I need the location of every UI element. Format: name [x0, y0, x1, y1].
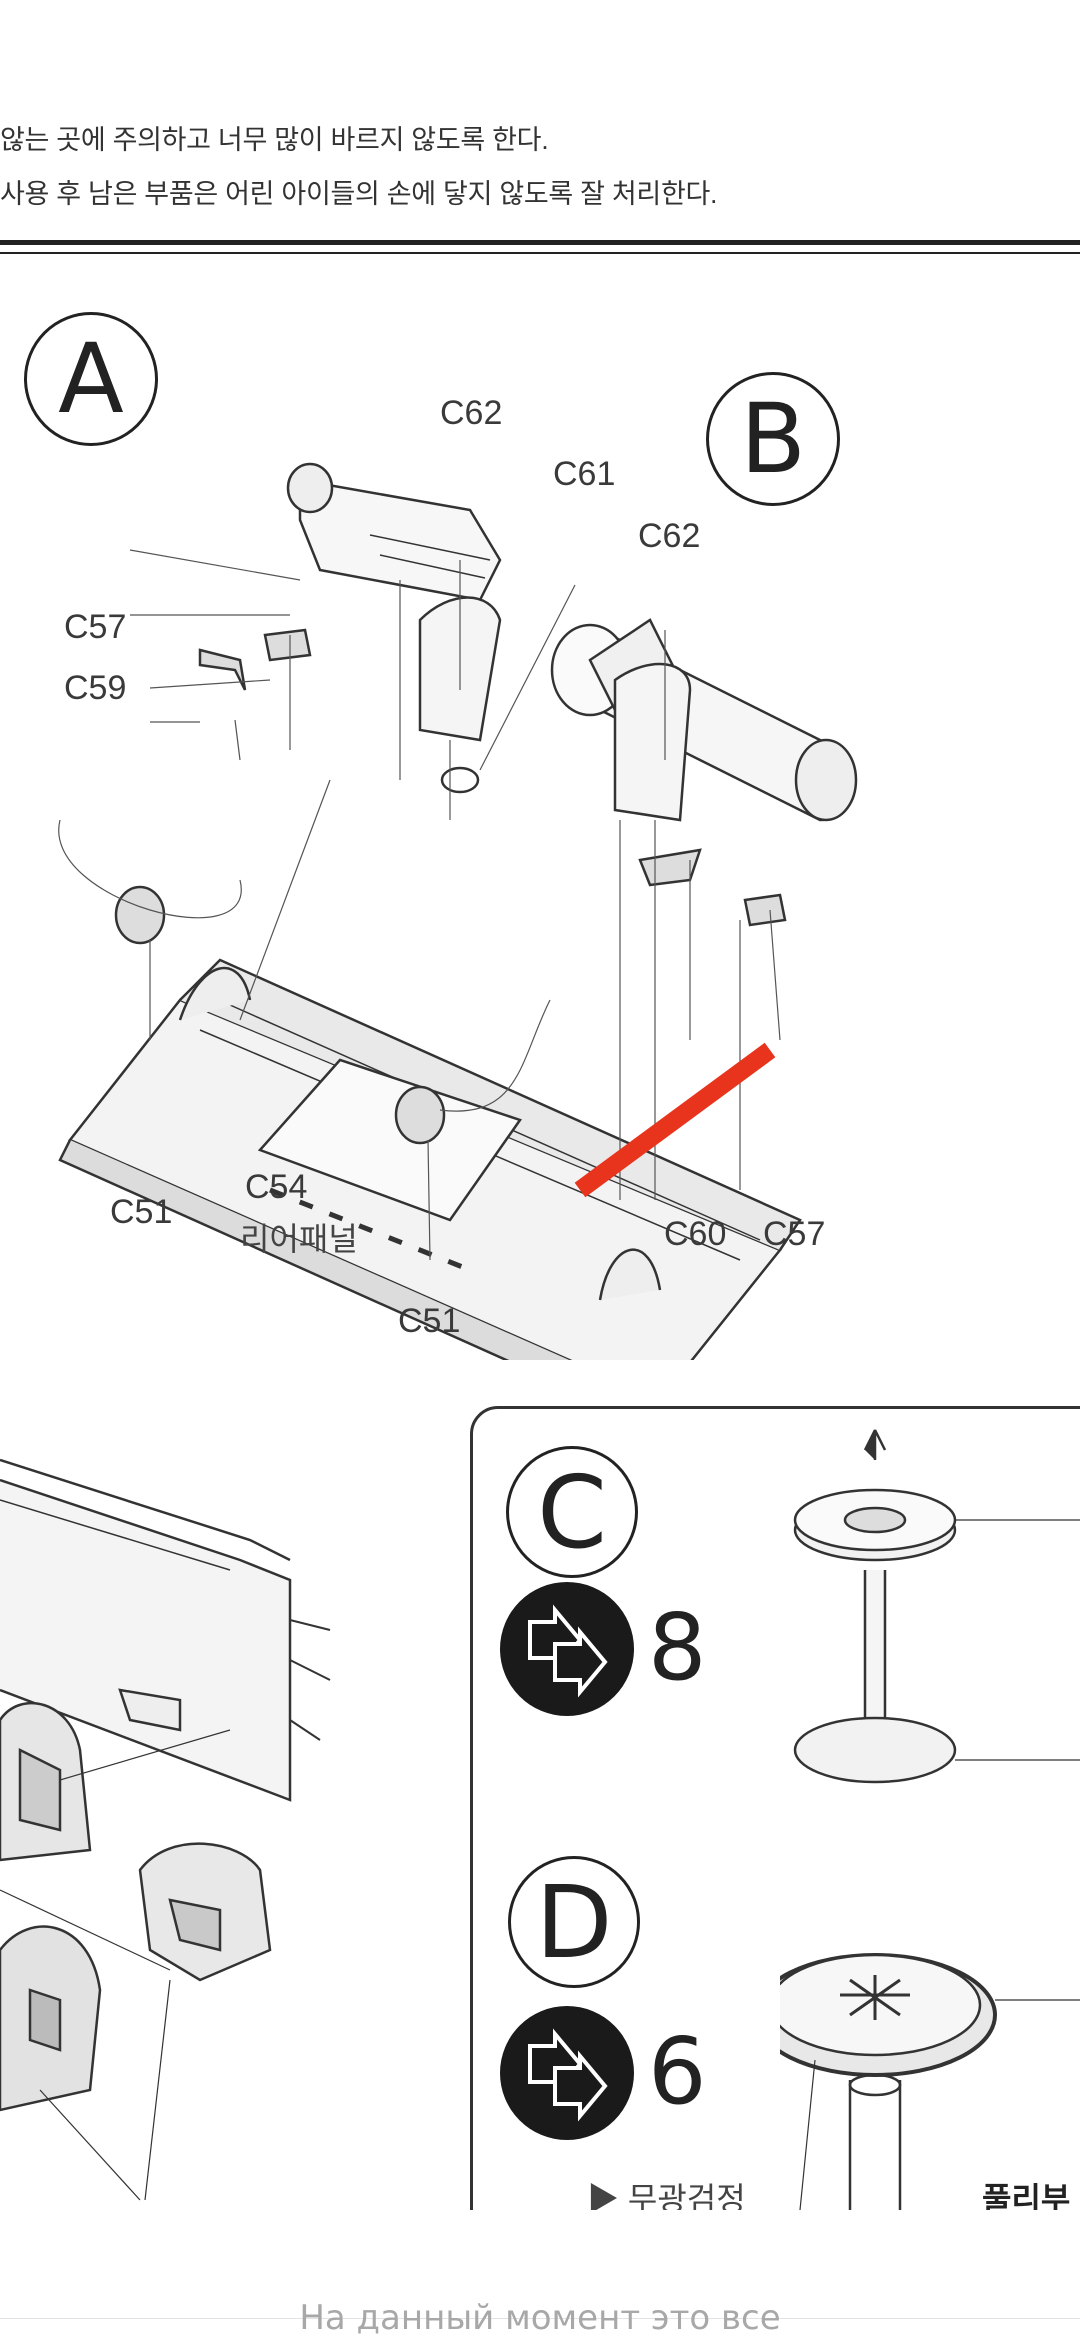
end-of-content-message: На данный момент это все [299, 2298, 781, 2338]
engine-assembly-illustration [0, 1458, 331, 2201]
end-divider [0, 2318, 1080, 2319]
instruction-note-2: 사용 후 남은 부품은 어린 아이들의 손에 닿지 않도록 잘 처리한다. [0, 179, 718, 209]
part-label-c62-right: C62 [638, 517, 701, 555]
part-label-c51-bottom: C51 [398, 1302, 461, 1340]
part-label-c57-left: C57 [64, 608, 127, 646]
section-marker-d: D [508, 1856, 640, 1988]
part-label-c61: C61 [553, 455, 616, 493]
wheel-parts-illustration [780, 1429, 1080, 2210]
divider-rule-thick [0, 240, 1080, 245]
document-page-viewer[interactable]: 않는 곳에 주의하고 너무 많이 바르지 않도록 한다. 사용 후 남은 부품은… [0, 0, 1080, 2210]
repeat-count-c: 8 [648, 1594, 707, 1701]
part-label-rear-panel: 리어패널 [240, 1221, 358, 1257]
double-arrow-icon [528, 1604, 608, 1698]
step-panel-cd [470, 1406, 1080, 2210]
repeat-count-d: 6 [648, 2018, 707, 2125]
part-label-c62-top: C62 [440, 394, 503, 432]
part-label-c59: C59 [64, 669, 127, 707]
part-label-c51-left: C51 [110, 1193, 173, 1231]
double-arrow-icon [528, 2028, 608, 2122]
part-label-c57-right: C57 [763, 1215, 826, 1253]
highlight-stroke [574, 1042, 776, 1198]
section-marker-a: A [24, 312, 158, 446]
callout-pulley: 풀리부 [982, 2181, 1071, 2210]
repeat-count-badge-d [500, 2006, 634, 2140]
divider-rule-thin [0, 252, 1080, 254]
callout-matte-black: ▶ 무광검정 [587, 2181, 746, 2210]
instruction-note-1: 않는 곳에 주의하고 너무 많이 바르지 않도록 한다. [0, 125, 549, 155]
part-label-c60: C60 [664, 1215, 727, 1253]
repeat-count-badge-icon [500, 1582, 634, 1716]
section-marker-b: B [706, 372, 840, 506]
assembly-diagram-ab [58, 462, 858, 1360]
section-marker-c: C [506, 1446, 638, 1578]
part-label-c54: C54 [245, 1168, 308, 1206]
